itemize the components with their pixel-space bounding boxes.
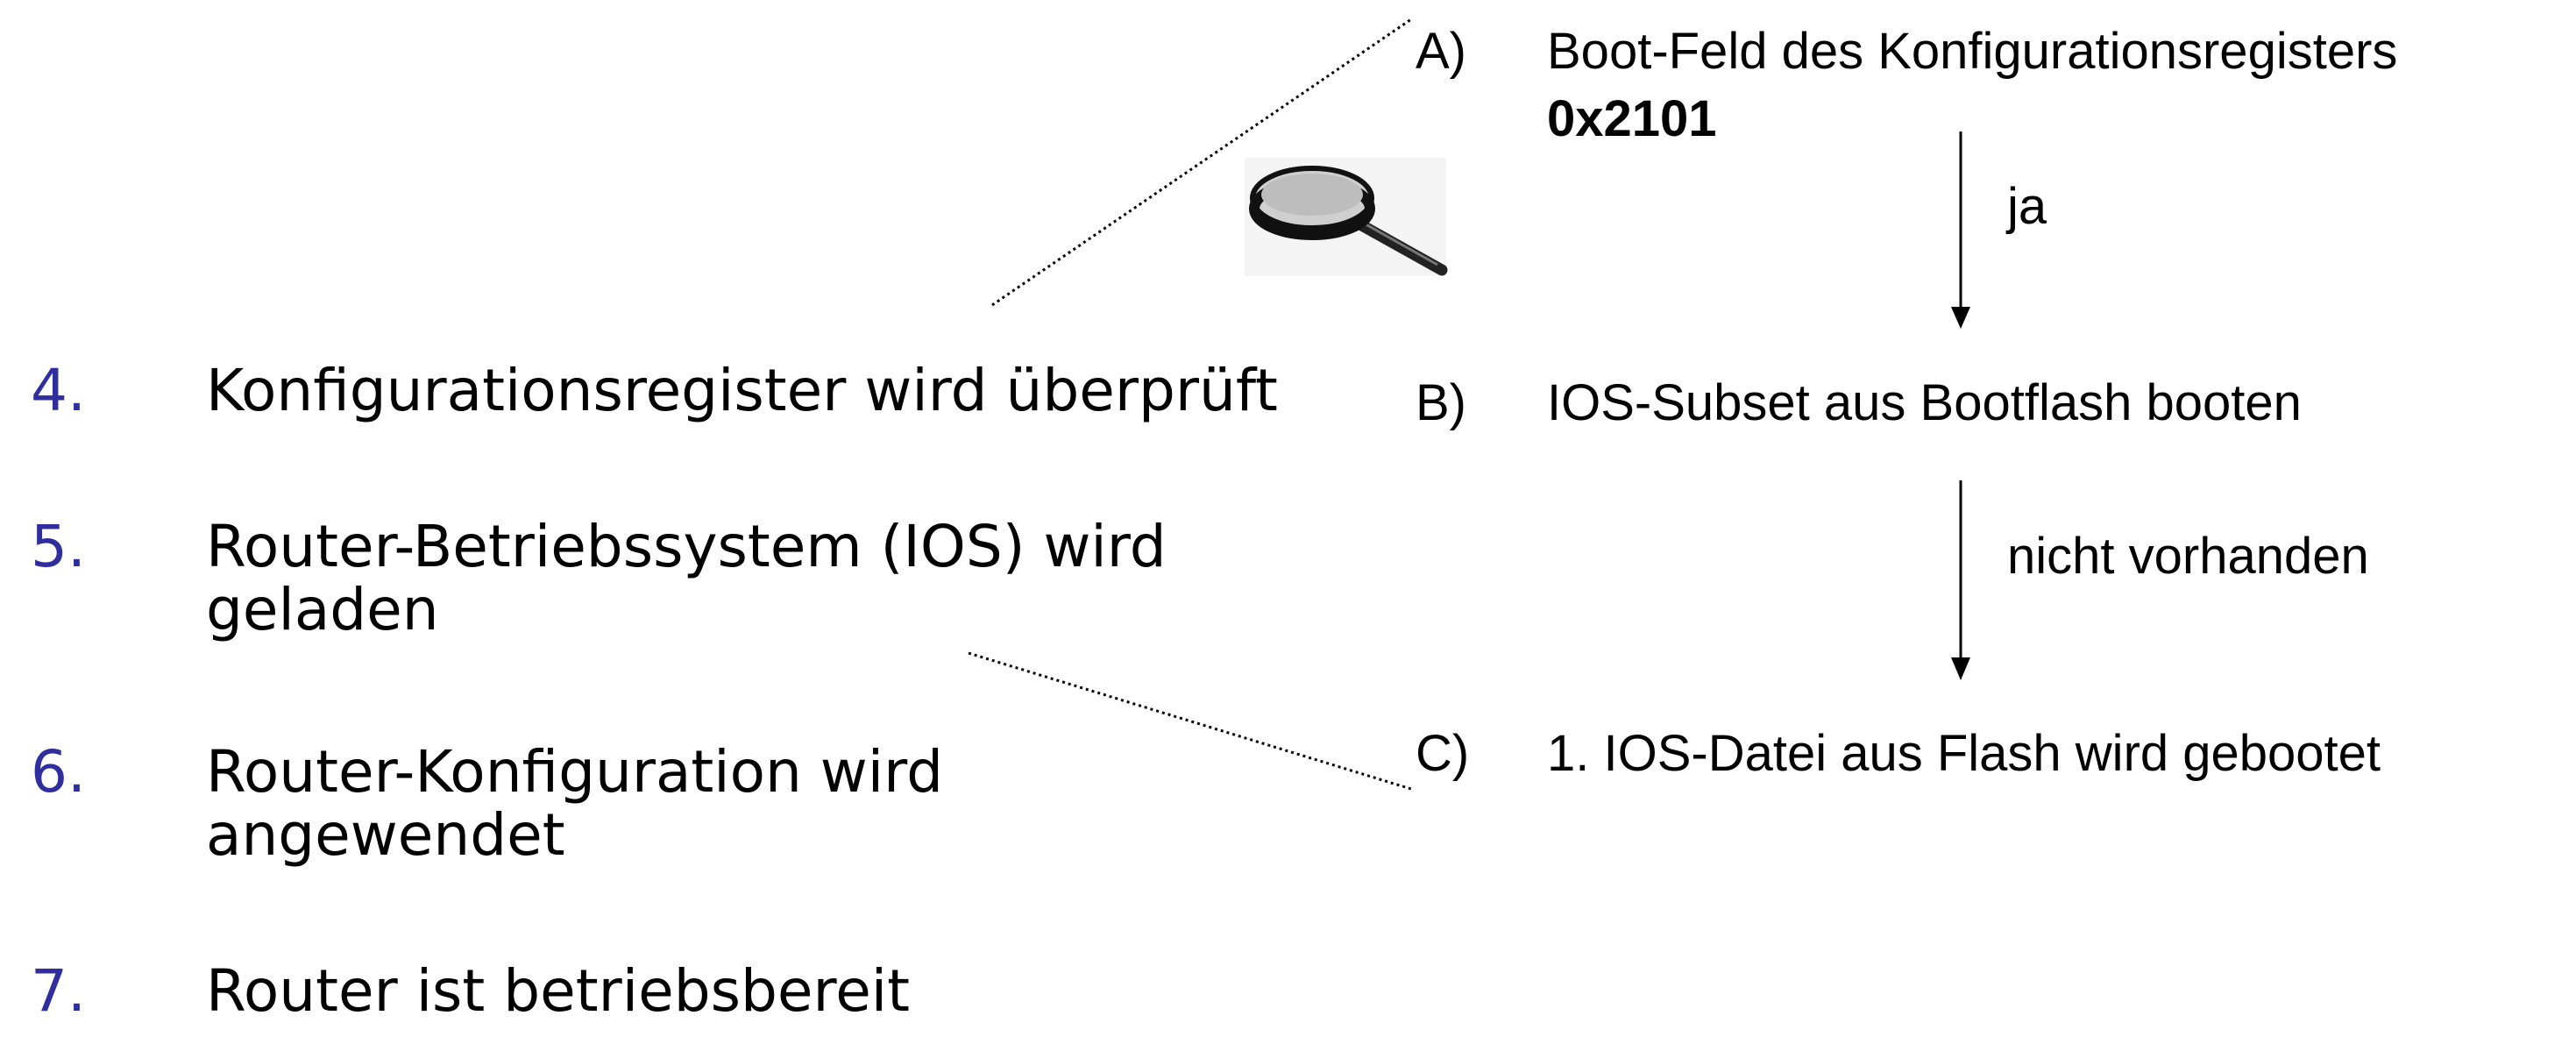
step-4-text: Konfigurationsregister wird überprüft — [206, 357, 1278, 424]
flow-a-text: Boot-Feld des Konfigurationsregisters — [1547, 23, 2398, 80]
arrow-a-to-b — [1951, 131, 1970, 329]
arrow-a-to-b-label: ja — [2007, 178, 2047, 235]
step-4-number: 4. — [31, 357, 86, 424]
arrow-b-to-c — [1951, 480, 1970, 680]
step-7-number: 7. — [31, 957, 86, 1025]
zoom-connector-top — [991, 18, 1412, 307]
step-5-number: 5. — [31, 513, 86, 580]
step-5-text-line2: geladen — [206, 576, 439, 643]
magnifying-glass-icon — [1245, 158, 1448, 276]
flow-a-marker: A) — [1416, 23, 1466, 80]
step-6-text-line1: Router-Konfiguration wird — [206, 738, 943, 806]
flow-b-marker: B) — [1416, 374, 1466, 431]
step-6-text-line2: angewendet — [206, 801, 565, 869]
flow-c-marker: C) — [1416, 725, 1470, 782]
flow-a-value: 0x2101 — [1547, 90, 1717, 147]
step-5-text-line1: Router-Betriebssystem (IOS) wird — [206, 513, 1167, 580]
zoom-connector-bottom — [968, 651, 1412, 791]
flow-c-text: 1. IOS-Datei aus Flash wird gebootet — [1547, 725, 2381, 782]
step-7-text: Router ist betriebsbereit — [206, 957, 911, 1025]
arrow-b-to-c-label: nicht vorhanden — [2007, 528, 2369, 585]
flow-b-text: IOS-Subset aus Bootflash booten — [1547, 374, 2302, 431]
step-6-number: 6. — [31, 738, 86, 806]
